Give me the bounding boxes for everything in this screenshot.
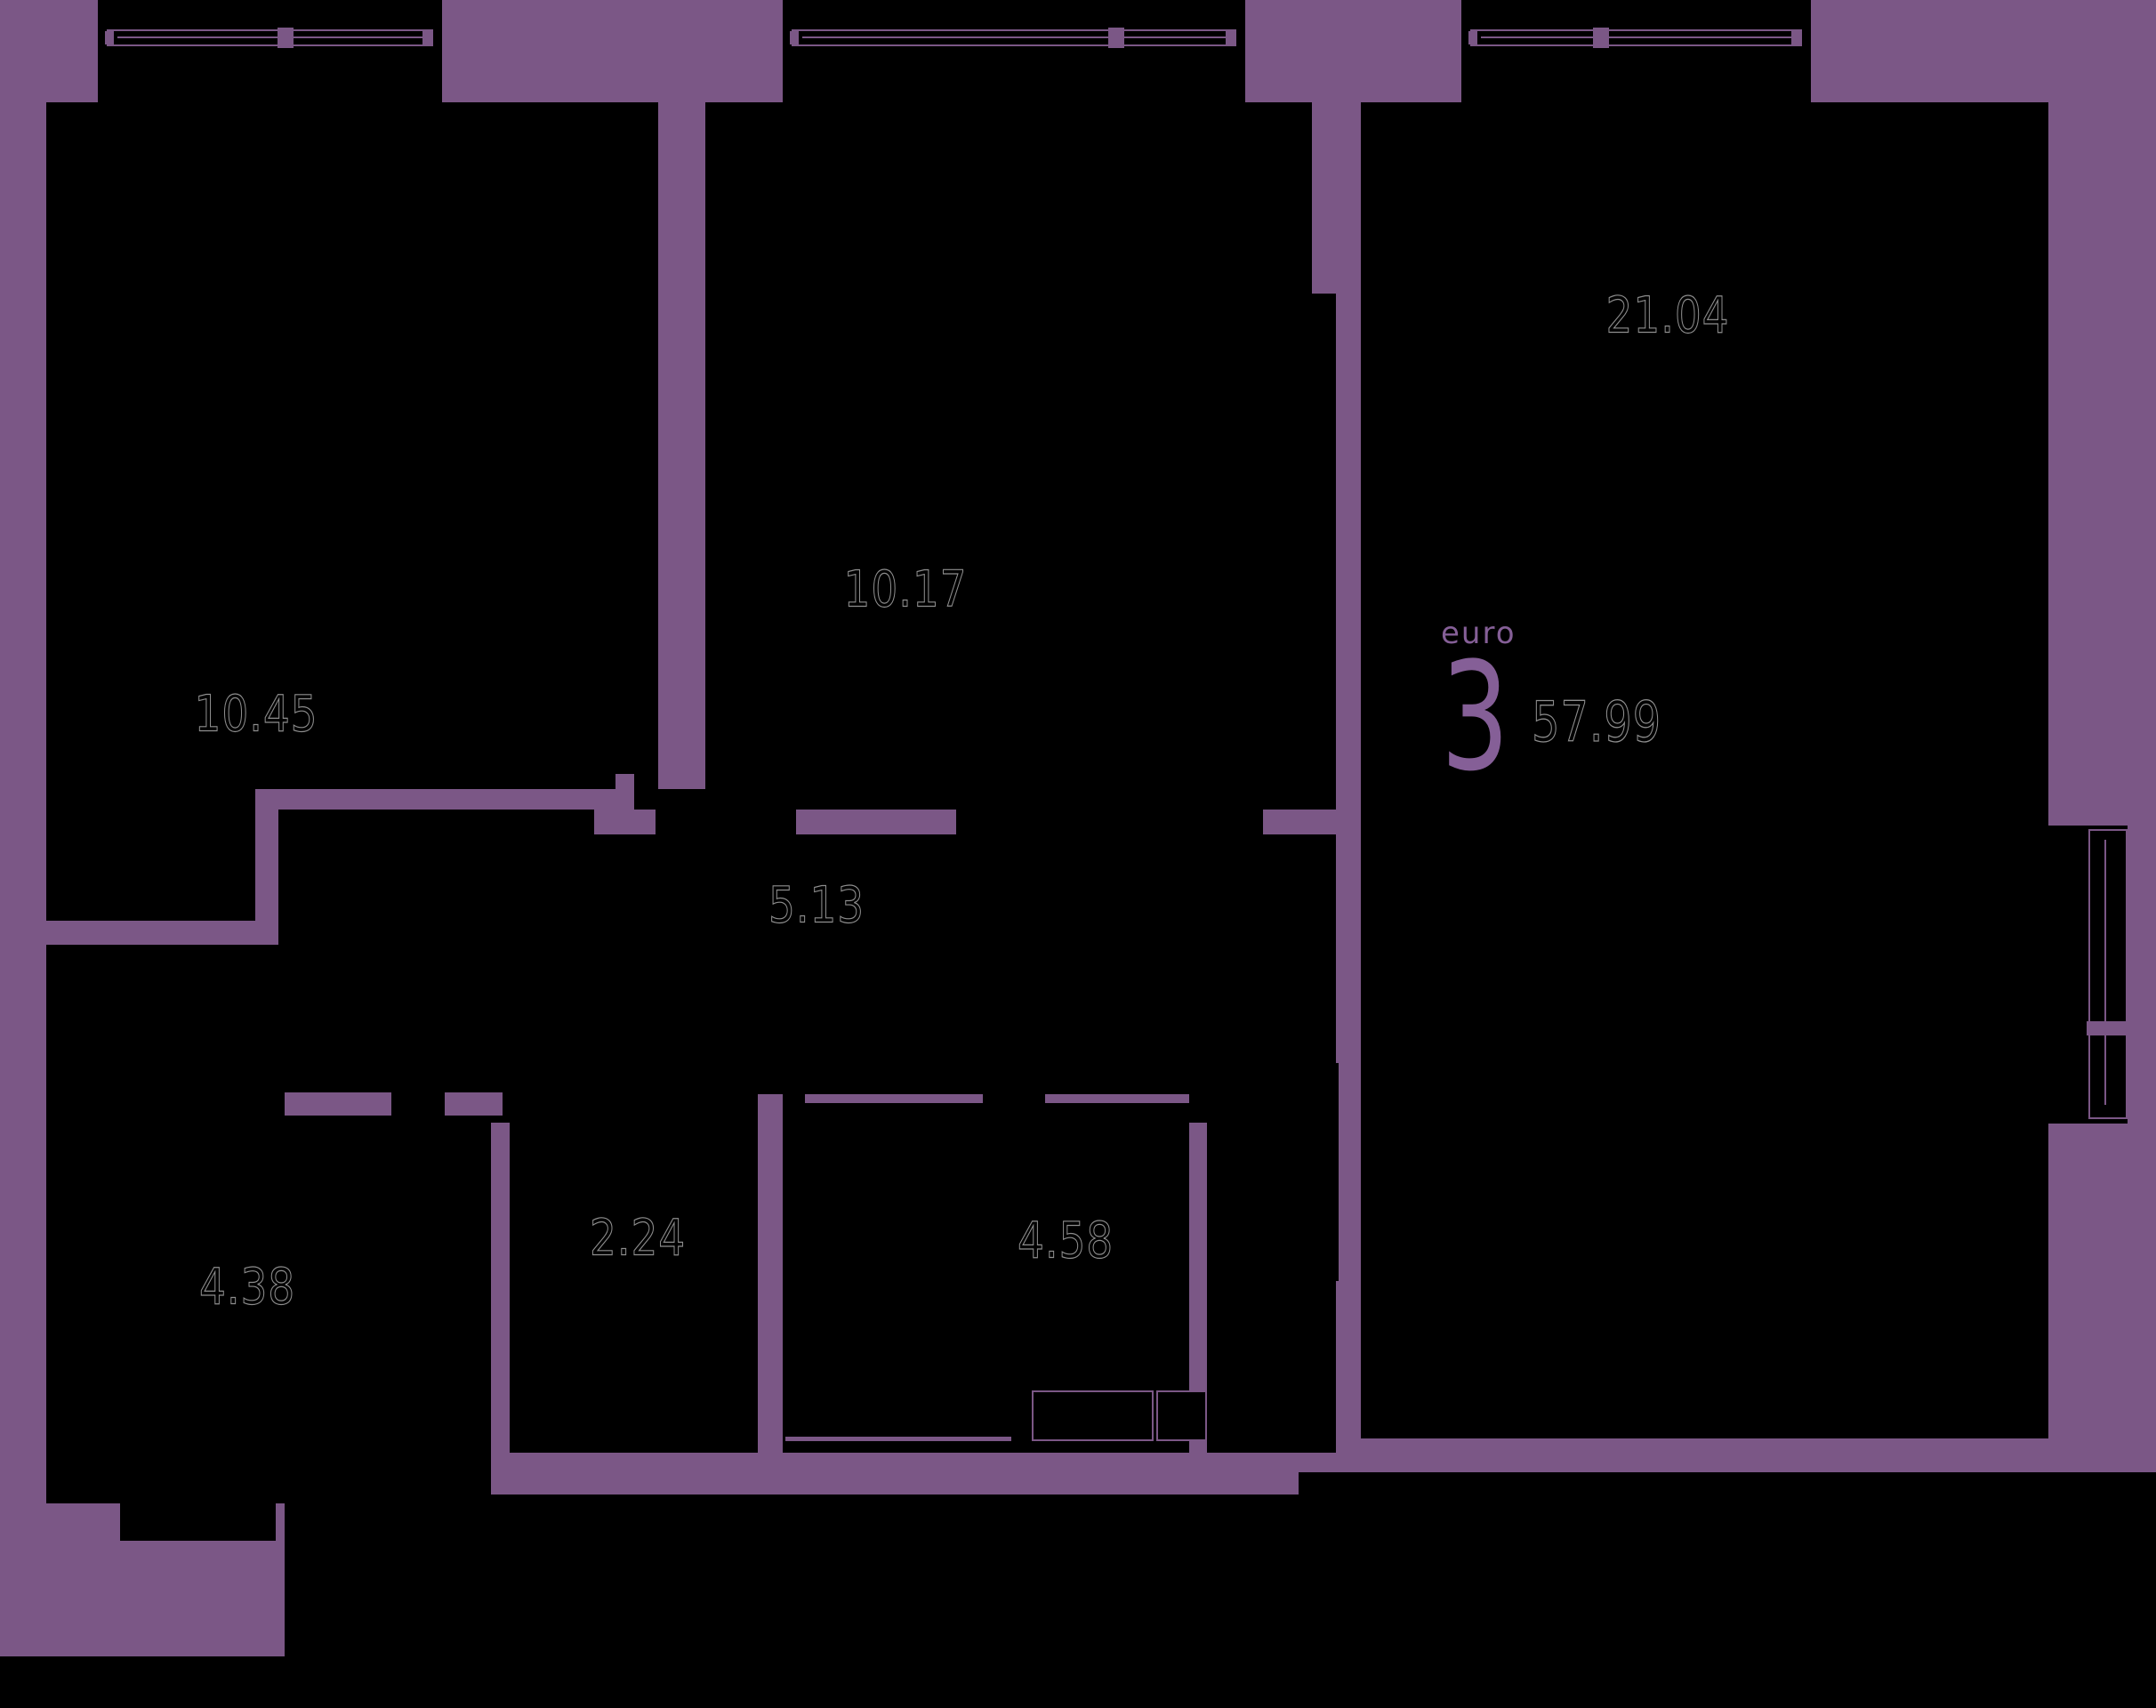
wall-bedroomleft-bottom [255,789,615,810]
window-1-endcap-left [105,31,114,44]
wall-bathright-top-b [1045,1094,1189,1103]
window-1-glass [117,36,422,38]
apartment-rooms-count: 3 [1441,630,1509,804]
room-bedroom-left [46,102,658,789]
apartment-total-area: 57.99 [1531,689,1661,754]
wall-storage-bath-divider [758,1094,783,1486]
window-bay-1 [98,0,442,104]
washing-machine [1032,1390,1154,1441]
room-storage [510,1123,758,1453]
bottom-band [0,1656,2156,1708]
window-bay-2 [783,0,1245,104]
window-2-endcap-right [1226,31,1235,44]
room-bedroom-left-lobe [46,789,255,921]
area-label-bedroom-left: 10.45 [194,685,318,744]
window-3-endcap-right [1791,31,1800,44]
window-3-mullion [1593,28,1609,48]
area-label-storage: 2.24 [589,1209,687,1268]
wall-bedroommiddle-bottom-b [796,810,956,834]
wall-bedroommiddle-bottom-c [1263,810,1336,834]
wall-storage-left [491,1261,510,1486]
window-3-glass [1481,36,1791,38]
window-bay-3 [1461,0,1811,104]
bath-bottom-line [785,1437,1011,1441]
living-door-leaf [1334,1063,1339,1281]
side-window-frame [2088,829,2128,1119]
window-1-endcap-right [422,31,431,44]
hall-nook [1207,1123,1336,1453]
wall-hallway-bottom-a [285,1092,391,1116]
room-bedroom-middle [705,102,1336,810]
window-2-glass [802,36,1226,38]
side-window-glass [2104,840,2106,1105]
sink [1156,1390,1207,1441]
wall-lobe-bottom [46,921,278,945]
side-window-bay [2048,826,2128,1124]
window-2-endcap-left [790,31,799,44]
room-living-kitchen [1361,102,2048,1438]
entrance-door-stub [120,1499,276,1541]
room-bathroom-left [46,945,491,1503]
wall-bathright-right [1189,1148,1207,1453]
area-label-living-kitchen: 21.04 [1605,286,1730,345]
window-3-endcap-left [1468,31,1477,44]
area-label-hallway: 5.13 [768,876,865,935]
area-label-bedroom-middle: 10.17 [843,560,968,619]
side-window-mullion [2087,1021,2128,1035]
area-label-bathroom-right: 4.58 [1017,1212,1114,1270]
apartment-type-label: euro [1441,616,1516,651]
wall-bathright-top-a [805,1094,983,1103]
neighbor-mass [285,1494,2156,1656]
window-2-mullion [1108,28,1124,48]
wall-living-left-thick [1312,98,1361,294]
wall-hallway-bottom-b [445,1092,503,1116]
window-1-mullion [278,28,294,48]
area-label-bathroom-left: 4.38 [198,1258,296,1317]
wall-bedroommiddle-bottom-a [594,810,656,834]
wall-living-left [1336,98,1361,1453]
